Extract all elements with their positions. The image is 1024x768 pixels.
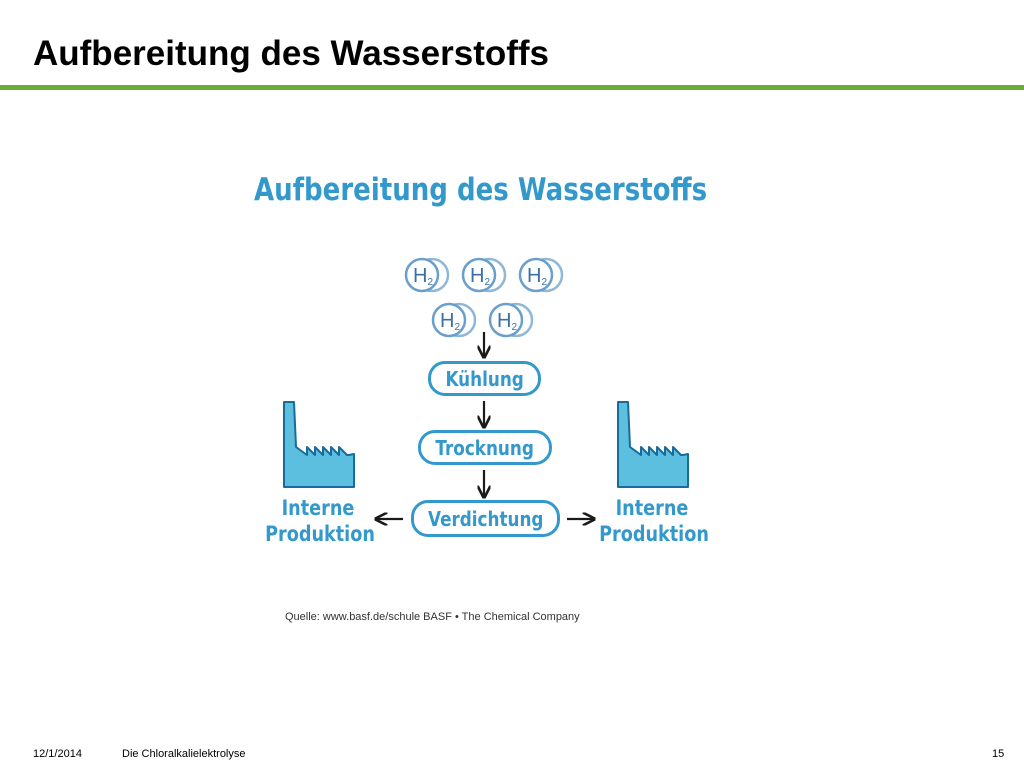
diagram-title: Aufbereitung des Wasserstoffs — [254, 172, 708, 208]
step-trocknung: Trocknung — [418, 430, 552, 465]
target-line-1: Interne — [615, 496, 689, 520]
step-label: Trocknung — [435, 435, 535, 460]
footer-date: 12/1/2014 — [33, 748, 82, 760]
step-kuehlung: Kühlung — [428, 361, 541, 396]
right-target-label: Interne Produktion — [599, 495, 709, 547]
hydrogen-molecule-icon: H2 — [461, 257, 507, 293]
factory-icon — [283, 401, 355, 488]
step-label: Kühlung — [445, 366, 524, 391]
source-citation: Quelle: www.basf.de/schule BASF • The Ch… — [285, 611, 580, 623]
footer-presentation-title: Die Chloralkalielektrolyse — [122, 748, 246, 760]
target-line-1: Interne — [281, 496, 355, 520]
factory-icon — [617, 401, 689, 488]
slide-title: Aufbereitung des Wasserstoffs — [33, 34, 550, 73]
title-divider — [0, 85, 1024, 90]
left-target-label: Interne Produktion — [265, 495, 375, 547]
hydrogen-molecule-icon: H2 — [431, 302, 477, 338]
hydrogen-molecule-icon: H2 — [518, 257, 564, 293]
target-line-2: Produktion — [599, 522, 709, 546]
footer-page-number: 15 — [992, 748, 1005, 760]
step-verdichtung: Verdichtung — [411, 500, 560, 537]
target-line-2: Produktion — [265, 522, 375, 546]
hydrogen-molecule-icon: H2 — [488, 302, 534, 338]
step-label: Verdichtung — [427, 506, 544, 531]
hydrogen-molecule-icon: H2 — [404, 257, 450, 293]
